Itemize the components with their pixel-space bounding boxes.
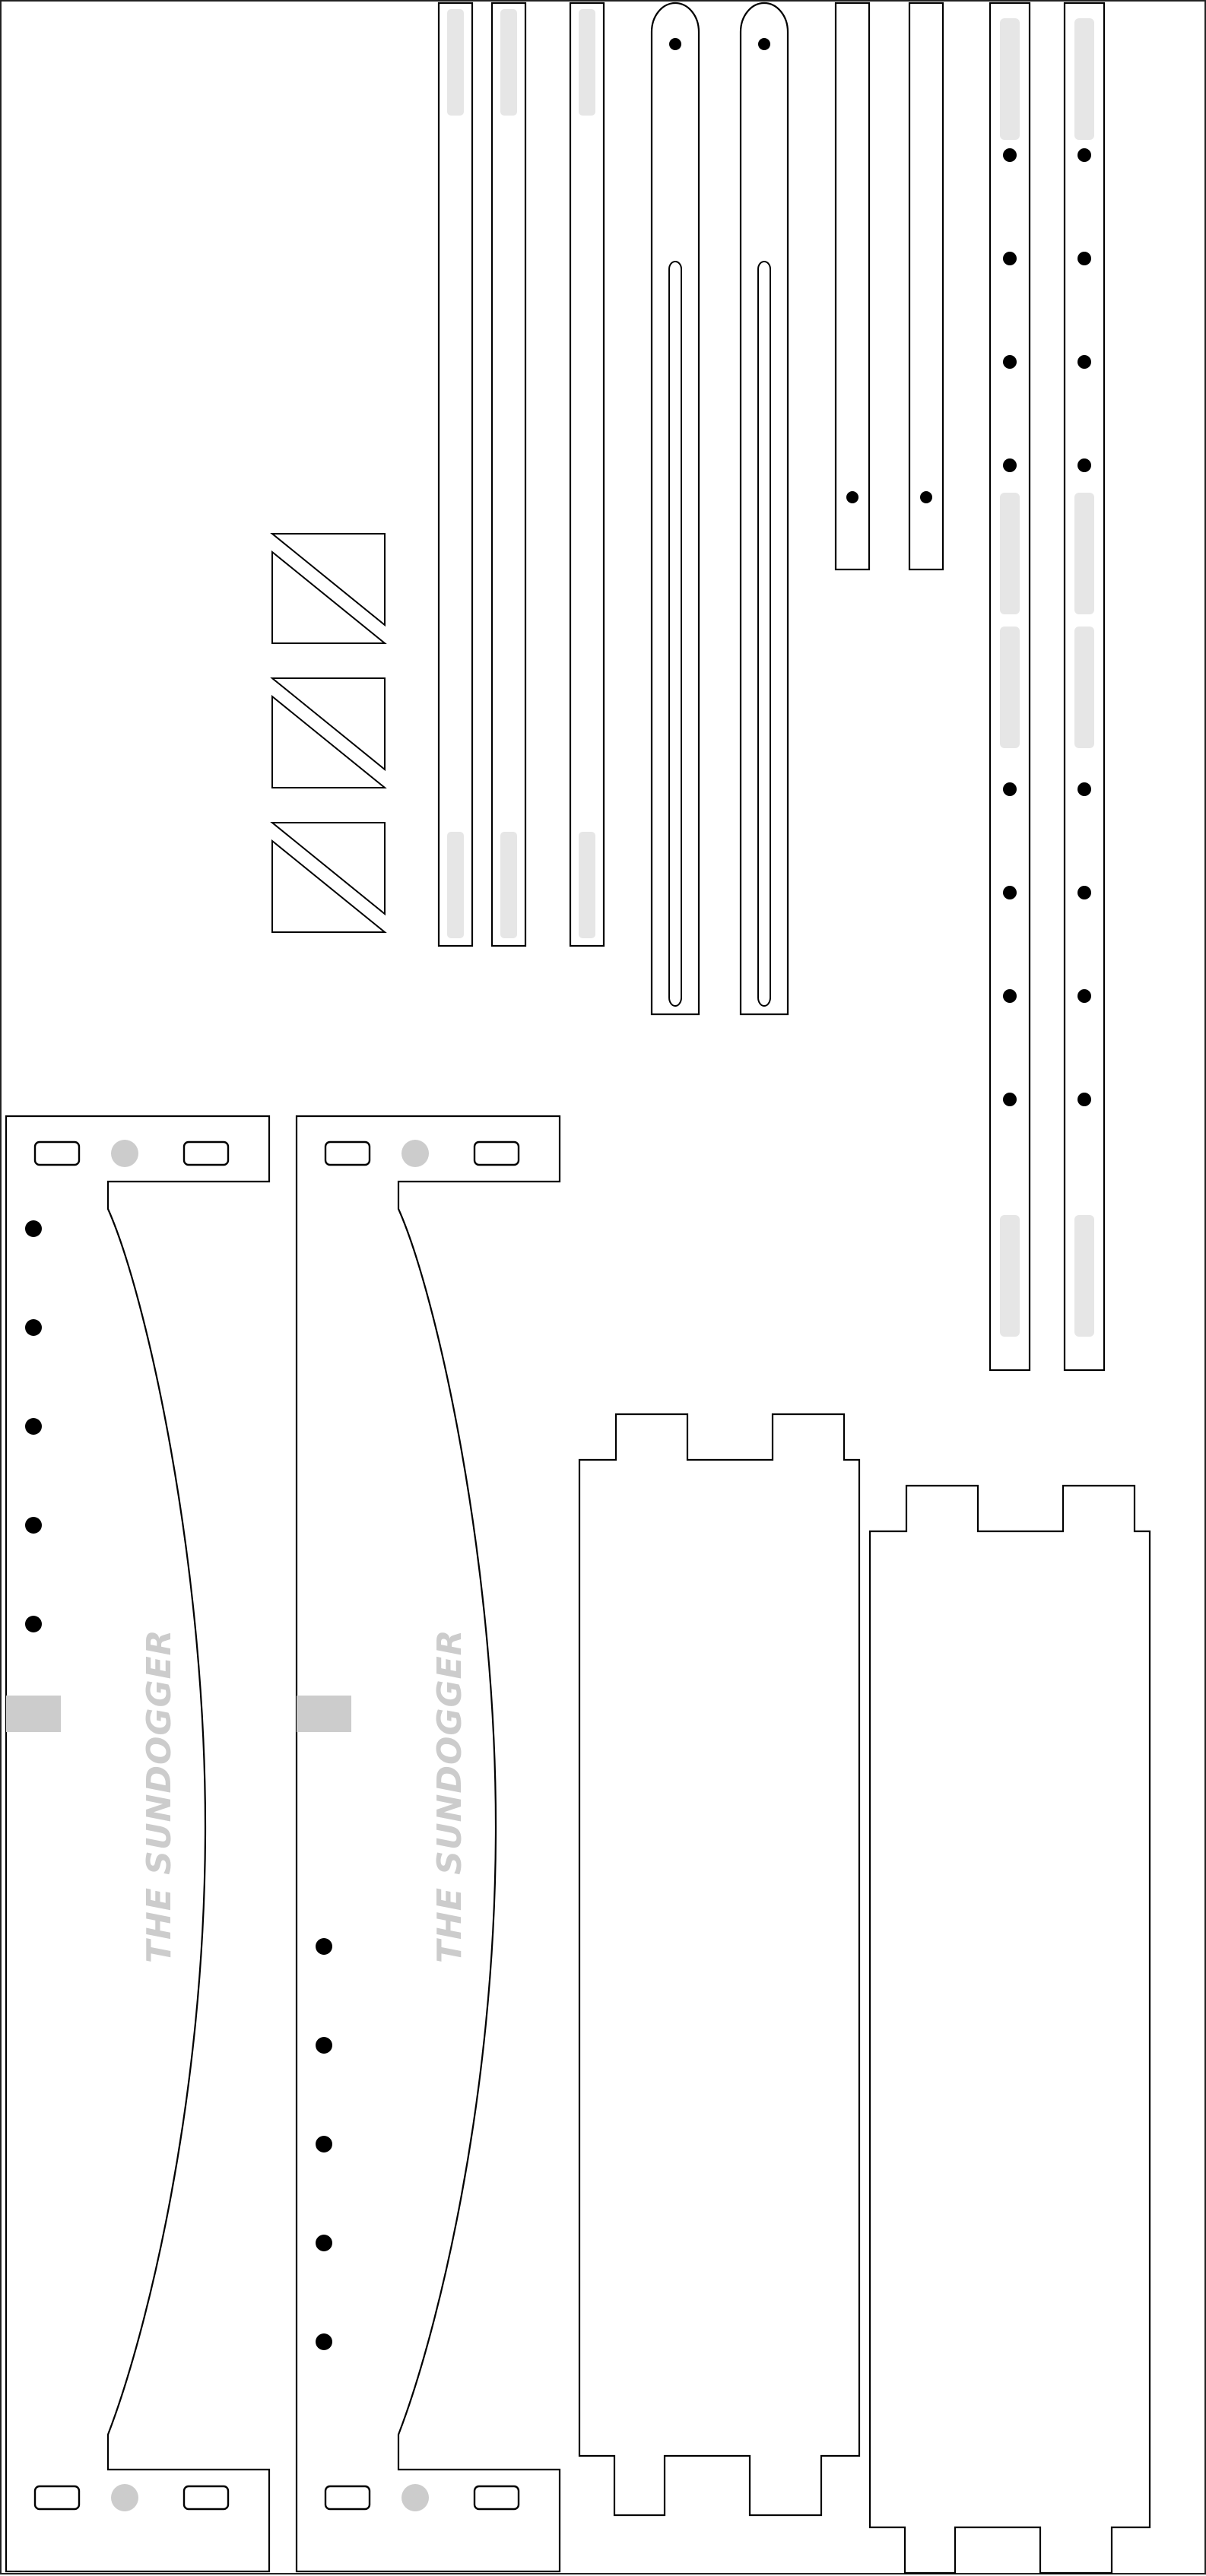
part-rounded-arm-left[interactable] — [650, 2, 700, 1016]
part-side-panel-left[interactable]: THE SUNDOGGER — [5, 1115, 271, 2573]
part-narrow-slat-3[interactable] — [569, 2, 605, 947]
part-notched-box-panel-1[interactable] — [578, 1413, 861, 2517]
part-perforated-rail-left[interactable] — [989, 2, 1031, 1372]
part-narrow-slat-1[interactable] — [437, 2, 474, 947]
part-triangle-gusset-1[interactable] — [270, 533, 387, 644]
part-rounded-arm-right[interactable] — [739, 2, 789, 1016]
brand-label-right: THE SUNDOGGER — [430, 1629, 469, 1963]
part-notched-box-panel-2[interactable] — [868, 1484, 1151, 2574]
part-triangle-gusset-3[interactable] — [270, 822, 387, 933]
brand-label-left: THE SUNDOGGER — [140, 1629, 179, 1963]
part-side-panel-right[interactable]: THE SUNDOGGER — [295, 1115, 561, 2573]
part-narrow-slat-2[interactable] — [490, 2, 527, 947]
part-perforated-rail-right[interactable] — [1063, 2, 1106, 1372]
part-short-slat-2[interactable] — [908, 2, 944, 571]
part-triangle-gusset-2[interactable] — [270, 677, 387, 788]
part-short-slat-1[interactable] — [834, 2, 871, 571]
